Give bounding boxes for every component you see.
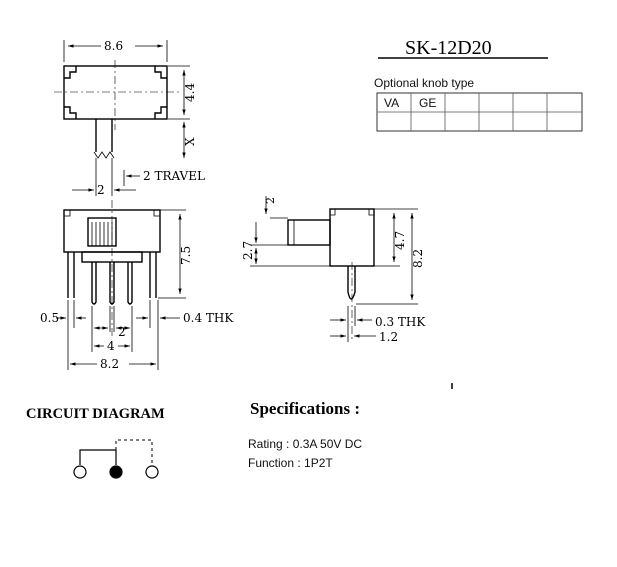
knob-type-ge: GE bbox=[419, 96, 436, 110]
terminal-right bbox=[145, 465, 159, 479]
front-view: 7.5 0.5 2 0.4 THK 4 8.2 bbox=[40, 200, 234, 371]
pin-thickness-dim: 0.4 THK bbox=[183, 311, 234, 325]
lever-x-dim: X bbox=[183, 137, 197, 146]
front-total-width-dim: 8.2 bbox=[100, 357, 119, 371]
pitch-outer-dim: 0.5 bbox=[40, 311, 59, 325]
side-pin-offset-dim: 1.2 bbox=[379, 330, 398, 344]
function-spec: Function : 1P2T bbox=[248, 456, 333, 470]
knob-height-dim: 2.7 bbox=[241, 241, 255, 260]
specifications-title: Specifications : bbox=[250, 399, 360, 418]
rating-spec: Rating : 0.3A 50V DC bbox=[248, 437, 362, 451]
side-pin-thk-dim: 0.3 THK bbox=[375, 315, 426, 329]
side-view: 2 2.7 4.7 8.2 0.3 THK 1.2 bbox=[241, 196, 426, 344]
side-body-height-dim: 4.7 bbox=[393, 231, 407, 250]
knob-type-va: VA bbox=[384, 96, 399, 110]
lever-width-dim: 2 bbox=[97, 183, 105, 197]
pitch-inner-dim: 2 bbox=[118, 325, 126, 339]
top-view: 8.6 4.4 X 2 2 TRAVEL bbox=[54, 38, 205, 197]
terminal-left bbox=[73, 465, 87, 479]
specifications: Specifications : Rating : 0.3A 50V DC Fu… bbox=[248, 399, 362, 470]
knob-width-dim: 2 bbox=[264, 197, 277, 204]
pin-span-dim: 4 bbox=[107, 339, 115, 353]
part-number-title: SK-12D20 bbox=[378, 37, 548, 59]
knob-table-caption: Optional knob type bbox=[374, 76, 474, 90]
part-number: SK-12D20 bbox=[405, 37, 492, 59]
terminal-common bbox=[109, 465, 123, 479]
circuit-diagram: CIRCUIT DIAGRAM bbox=[26, 406, 165, 479]
top-height-dim: 4.4 bbox=[183, 83, 197, 102]
travel-dim: 2 TRAVEL bbox=[143, 169, 205, 183]
top-width-dim: 8.6 bbox=[104, 39, 123, 53]
knob-type-table: Optional knob type VA GE bbox=[374, 76, 583, 132]
side-total-height-dim: 8.2 bbox=[411, 249, 425, 268]
circuit-diagram-title: CIRCUIT DIAGRAM bbox=[26, 406, 165, 422]
front-height-dim: 7.5 bbox=[179, 246, 193, 265]
